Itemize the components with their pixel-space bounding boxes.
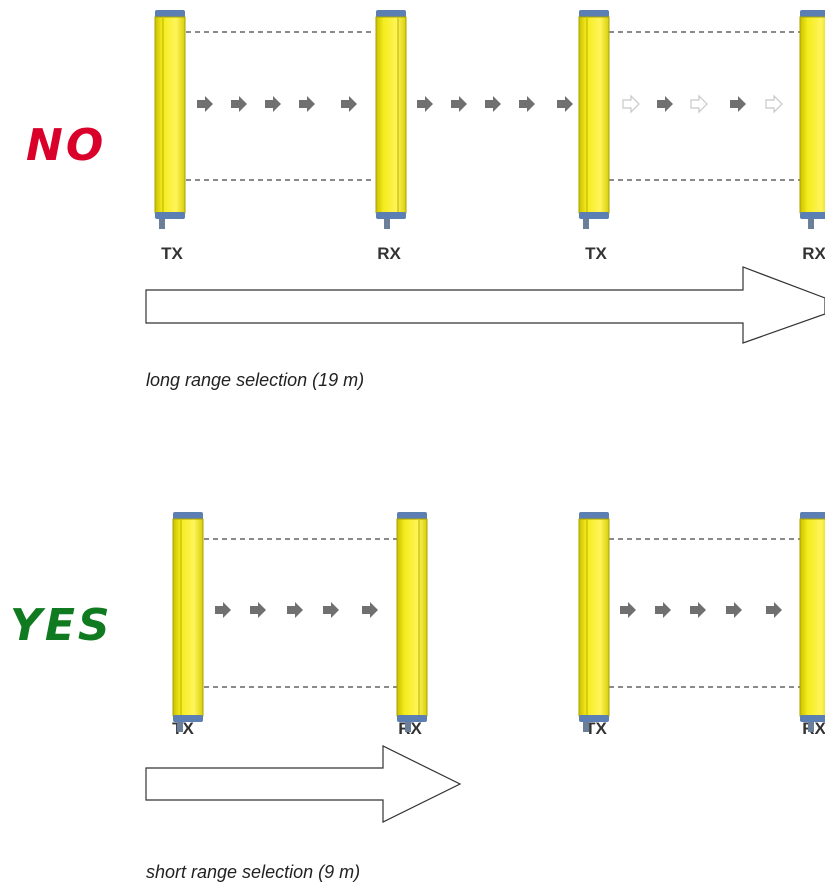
unit-label-rx-2: RX: [802, 244, 825, 263]
curtain-bar-tx-4: [578, 512, 610, 732]
curtain-bar-tx-2: [578, 10, 610, 229]
beam-arrow: [726, 602, 742, 618]
curtain-bar-tx-1: [154, 10, 186, 229]
top-beam-boundaries: [186, 31, 800, 181]
short-range-arrow: [145, 745, 462, 823]
beam-arrow: [417, 96, 433, 112]
curtain-bar-rx-1: [375, 10, 407, 229]
beam-arrow: [485, 96, 501, 112]
beam-arrow: [519, 96, 535, 112]
top-beam-arrows-1: [197, 96, 357, 112]
bottom-beam-boundaries: [204, 538, 800, 688]
beam-arrow: [323, 602, 339, 618]
unit-label-rx-1: RX: [377, 244, 401, 263]
curtain-bar-rx-2: [799, 10, 825, 229]
top-beam-arrows-2: [417, 96, 573, 112]
beam-arrow: [766, 602, 782, 618]
unit-label-tx-1: TX: [161, 244, 183, 263]
verdict-no-label: NO: [26, 120, 107, 171]
verdict-yes-label: YES: [10, 600, 113, 651]
beam-arrow: [250, 602, 266, 618]
top-beam-arrows-3: [622, 94, 783, 114]
beam-arrow: [341, 96, 357, 112]
beam-arrow: [362, 602, 378, 618]
faint-beam-arrow: [690, 94, 708, 114]
beam-arrow: [657, 96, 673, 112]
beam-arrow: [265, 96, 281, 112]
beam-arrow: [655, 602, 671, 618]
beam-arrow: [620, 602, 636, 618]
beam-arrow: [451, 96, 467, 112]
curtain-bar-rx-4: [799, 512, 825, 732]
beam-arrow: [197, 96, 213, 112]
bottom-beam-arrows-2: [620, 602, 782, 618]
long-range-arrow: [145, 266, 825, 344]
unit-label-tx-4: TX: [585, 719, 607, 738]
faint-beam-arrow: [622, 94, 640, 114]
bottom-beam-arrows-1: [215, 602, 378, 618]
curtain-bar-rx-3: [396, 512, 428, 732]
beam-arrow: [557, 96, 573, 112]
long-range-caption: long range selection (19 m): [146, 370, 365, 390]
unit-label-tx-2: TX: [585, 244, 607, 263]
beam-arrow: [231, 96, 247, 112]
beam-arrow: [287, 602, 303, 618]
curtain-bar-tx-3: [172, 512, 204, 732]
beam-arrow: [215, 602, 231, 618]
beam-arrow: [730, 96, 746, 112]
beam-arrow: [299, 96, 315, 112]
faint-beam-arrow: [765, 94, 783, 114]
short-range-caption: short range selection (9 m): [146, 862, 361, 882]
beam-arrow: [690, 602, 706, 618]
